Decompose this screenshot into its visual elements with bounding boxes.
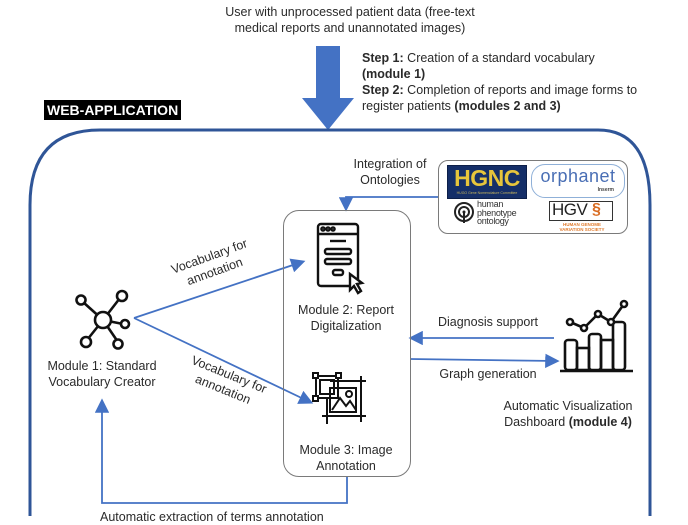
hgnc-logo: HGNC HUGO Gene Nomenclature Committee [447, 165, 527, 199]
user-caption-line2: medical reports and unannotated images) [234, 21, 466, 35]
module-3-label: Module 3: Image Annotation [283, 442, 409, 474]
ontology-label-line2: Ontologies [360, 173, 420, 187]
webapp-frame [28, 128, 652, 516]
dashboard-chart-icon [560, 299, 633, 373]
user-caption-line1: User with unprocessed patient data (free… [225, 5, 475, 19]
module-1-label-line1: Module 1: Standard [47, 359, 157, 373]
hpo-signal-icon [454, 202, 474, 223]
step-2: Step 2: Completion of reports and image … [362, 82, 662, 114]
orphanet-logo: orphanet Inserm [531, 164, 625, 198]
diagnosis-support-label: Diagnosis support [437, 315, 539, 329]
hgnc-logo-subtext: HUGO Gene Nomenclature Committee [456, 191, 518, 195]
network-icon [75, 289, 131, 350]
module-2-label-line2: Digitalization [310, 319, 382, 333]
hpo-line3: ontology [477, 216, 509, 226]
graph-generation-label: Graph generation [439, 367, 537, 381]
webapp-label: WEB-APPLICATION [44, 100, 182, 120]
image-annotation-icon [312, 372, 366, 424]
hgvs-logo-frame [549, 201, 613, 221]
orphanet-logo-subtext: Inserm [597, 187, 614, 193]
hgvs-sub-line1: HUMAN GENOME [563, 222, 601, 227]
module-3-label-line1: Module 3: Image [299, 443, 393, 457]
vocab-arrow-to-m3 [133, 317, 314, 404]
orphanet-logo-text: orphanet [540, 166, 616, 186]
vocab-arrow-to-m2 [133, 258, 306, 319]
module-4-label-line2-text: Dashboard [504, 415, 569, 429]
step-2-module: (modules 2 and 3) [454, 99, 561, 113]
step-2-label: Step 2: [362, 83, 404, 97]
module-4-label-module: (module 4) [568, 415, 632, 429]
module-1-label-line2: Vocabulary Creator [48, 375, 156, 389]
hpo-line2: phenotype [477, 207, 517, 218]
hgnc-logo-text: HGNC [454, 165, 520, 191]
feedback-arrow-label: Automatic extraction of terms annotation [100, 510, 324, 524]
step-1-text: Creation of a standard vocabulary [403, 51, 595, 65]
module-4-label: Automatic Visualization Dashboard (modul… [488, 398, 648, 430]
step-1-module: (module 1) [362, 67, 426, 81]
ontology-label: Integration of Ontologies [340, 156, 440, 188]
feedback-arrow [94, 398, 348, 504]
ontology-arrow [338, 196, 438, 212]
hgvs-sub-line2: VARIATION SOCIETY [559, 227, 605, 232]
module-1-label: Module 1: Standard Vocabulary Creator [28, 358, 176, 390]
module-2-label-line1: Module 2: Report [298, 303, 394, 317]
steps-text: Step 1: Creation of a standard vocabular… [362, 50, 662, 114]
module-4-label-line2: Dashboard (module 4) [488, 414, 648, 430]
ontology-label-line1: Integration of [353, 157, 427, 171]
graph-arrow [409, 353, 560, 369]
step-1-label: Step 1: [362, 51, 404, 65]
hgvs-section-icon: § [592, 201, 601, 218]
hpo-line1: human [477, 199, 504, 209]
user-caption: User with unprocessed patient data (free… [190, 4, 510, 36]
big-down-arrow [302, 46, 354, 130]
hgvs-logo-text: HGV [552, 200, 588, 219]
module-3-label-line2: Annotation [316, 459, 376, 473]
report-form-icon [316, 222, 365, 295]
ontology-logos-box: HGNC HUGO Gene Nomenclature Committee or… [438, 160, 628, 234]
step-1: Step 1: Creation of a standard vocabular… [362, 50, 662, 82]
module-4-label-line1: Automatic Visualization [503, 399, 633, 413]
modules-2-3-container [283, 210, 411, 477]
step-2-text: Completion of reports and image forms to… [362, 83, 638, 113]
module-2-label: Module 2: Report Digitalization [283, 302, 409, 334]
